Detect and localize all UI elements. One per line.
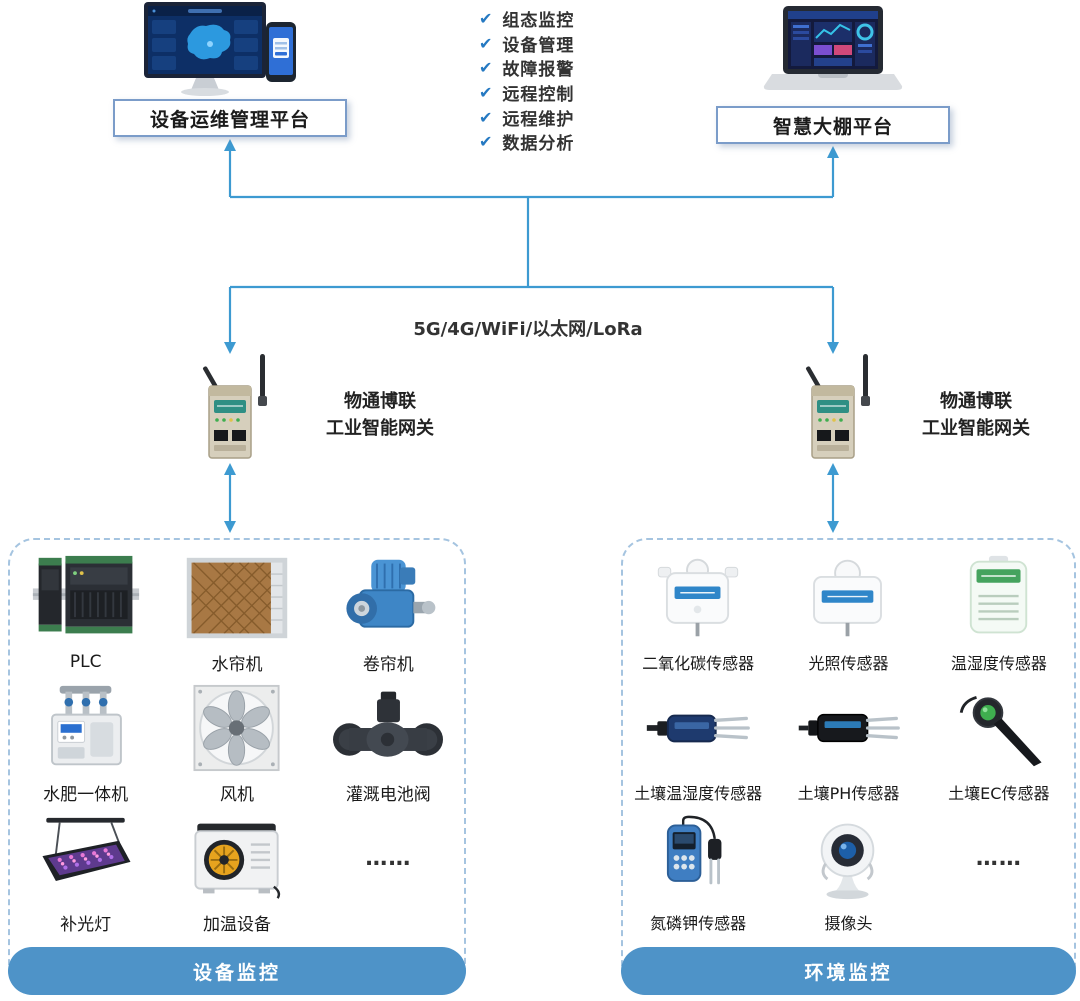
gateway-type: 工业智能网关 [922, 418, 1030, 439]
feature-item: ✔ 远程控制 [479, 82, 575, 105]
soil-temp-humidity-sensor-icon [643, 678, 753, 778]
device-item-grow-light: 补光灯 [10, 808, 161, 938]
feature-item: ✔ 数据分析 [479, 132, 575, 155]
env-item-temp-humidity: 温湿度传感器 [924, 548, 1074, 678]
network-technologies-label: 5G/4G/WiFi/以太网/LoRa [413, 319, 643, 340]
device-grid: PLC [10, 548, 464, 938]
device-item-label: 加温设备 [202, 914, 271, 935]
env-item-label: 氮磷钾传感器 [650, 914, 747, 933]
env-item-label: 二氧化碳传感器 [642, 654, 755, 673]
soil-ec-sensor-icon [944, 678, 1054, 778]
fan-icon [182, 678, 292, 778]
gateway-left-illustration [187, 352, 282, 468]
gateway-right-label: 物通博联 工业智能网关 [896, 388, 1056, 442]
soil-ph-sensor-icon [793, 678, 903, 778]
monitor-phone-illustration [138, 0, 298, 108]
ellipsis-text: …… [975, 845, 1022, 871]
feature-item: ✔ 远程维护 [479, 107, 575, 130]
cooling-pad-icon [182, 548, 292, 648]
feature-item: ✔ 设备管理 [479, 33, 575, 56]
device-item-plc: PLC [10, 548, 161, 678]
plc-icon [31, 548, 141, 648]
env-item-label: 土壤EC传感器 [948, 784, 1050, 803]
co2-sensor-icon [643, 548, 753, 648]
device-item-label: 风机 [219, 784, 254, 805]
gateway-name: 物通博联 [344, 391, 416, 412]
irrigation-valve-icon [333, 678, 444, 778]
env-item-label: 土壤PH传感器 [797, 784, 900, 803]
device-item-fan: 风机 [161, 678, 312, 808]
device-item-roller-motor: 卷帘机 [313, 548, 464, 678]
env-item-label: 温湿度传感器 [950, 654, 1047, 673]
feature-item: ✔ 故障报警 [479, 58, 575, 81]
env-grid: 二氧化碳传感器 光照传感器 [623, 548, 1074, 938]
device-item-label: 水肥一体机 [43, 784, 129, 805]
check-icon: ✔ [479, 82, 493, 102]
env-item-label: 土壤温湿度传感器 [634, 784, 763, 803]
npk-sensor-icon [643, 808, 753, 908]
device-item-label: PLC [69, 652, 102, 672]
gateway-name: 物通博联 [940, 391, 1012, 412]
feature-list: ✔ 组态监控 ✔ 设备管理 ✔ 故障报警 ✔ 远程控制 ✔ 远程维护 ✔ 数据分… [479, 6, 574, 154]
laptop-illustration [758, 4, 908, 100]
light-sensor-icon [793, 548, 903, 648]
device-item-valve: 灌溉电池阀 [313, 678, 464, 808]
device-item-label: 灌溉电池阀 [345, 784, 431, 805]
gateway-right-illustration [790, 352, 885, 468]
env-item-soil-temp-humidity: 土壤温湿度传感器 [623, 678, 773, 808]
device-item-label: 补光灯 [60, 914, 112, 935]
device-item-cooling-pad: 水帘机 [161, 548, 312, 678]
device-item-label: 卷帘机 [362, 654, 414, 675]
env-item-soil-ph: 土壤PH传感器 [773, 678, 923, 808]
platform-greenhouse-label: 智慧大棚平台 [716, 106, 950, 144]
env-item-npk: 氮磷钾传感器 [623, 808, 773, 938]
platform-ops-label: 设备运维管理平台 [113, 99, 347, 137]
env-item-label: 光照传感器 [808, 654, 889, 673]
gateway-type: 工业智能网关 [326, 418, 434, 439]
check-icon: ✔ [479, 33, 493, 53]
env-group-title: 环境监控 [621, 947, 1076, 995]
env-item-camera: 摄像头 [773, 808, 923, 938]
gateway-left-label: 物通博联 工业智能网关 [300, 388, 460, 442]
check-icon: ✔ [479, 132, 493, 152]
camera-icon [793, 808, 903, 908]
grow-light-icon [31, 808, 141, 908]
feature-item: ✔ 组态监控 [479, 8, 575, 31]
fertigation-machine-icon [31, 678, 141, 778]
check-icon: ✔ [479, 58, 493, 78]
env-item-light: 光照传感器 [773, 548, 923, 678]
heater-icon [182, 808, 292, 908]
env-item-co2: 二氧化碳传感器 [623, 548, 773, 678]
device-group-title: 设备监控 [8, 947, 466, 995]
roller-motor-icon [333, 548, 443, 648]
device-item-label: 水帘机 [211, 654, 263, 675]
check-icon: ✔ [479, 8, 493, 28]
device-item-fertigation: 水肥一体机 [10, 678, 161, 808]
temp-humidity-sensor-icon [944, 548, 1054, 648]
ellipsis-text: …… [365, 845, 412, 871]
env-item-more: …… [924, 808, 1074, 938]
env-item-soil-ec: 土壤EC传感器 [924, 678, 1074, 808]
env-item-label: 摄像头 [824, 914, 873, 933]
device-item-heater: 加温设备 [161, 808, 312, 938]
check-icon: ✔ [479, 107, 493, 127]
device-item-more: …… [313, 808, 464, 938]
